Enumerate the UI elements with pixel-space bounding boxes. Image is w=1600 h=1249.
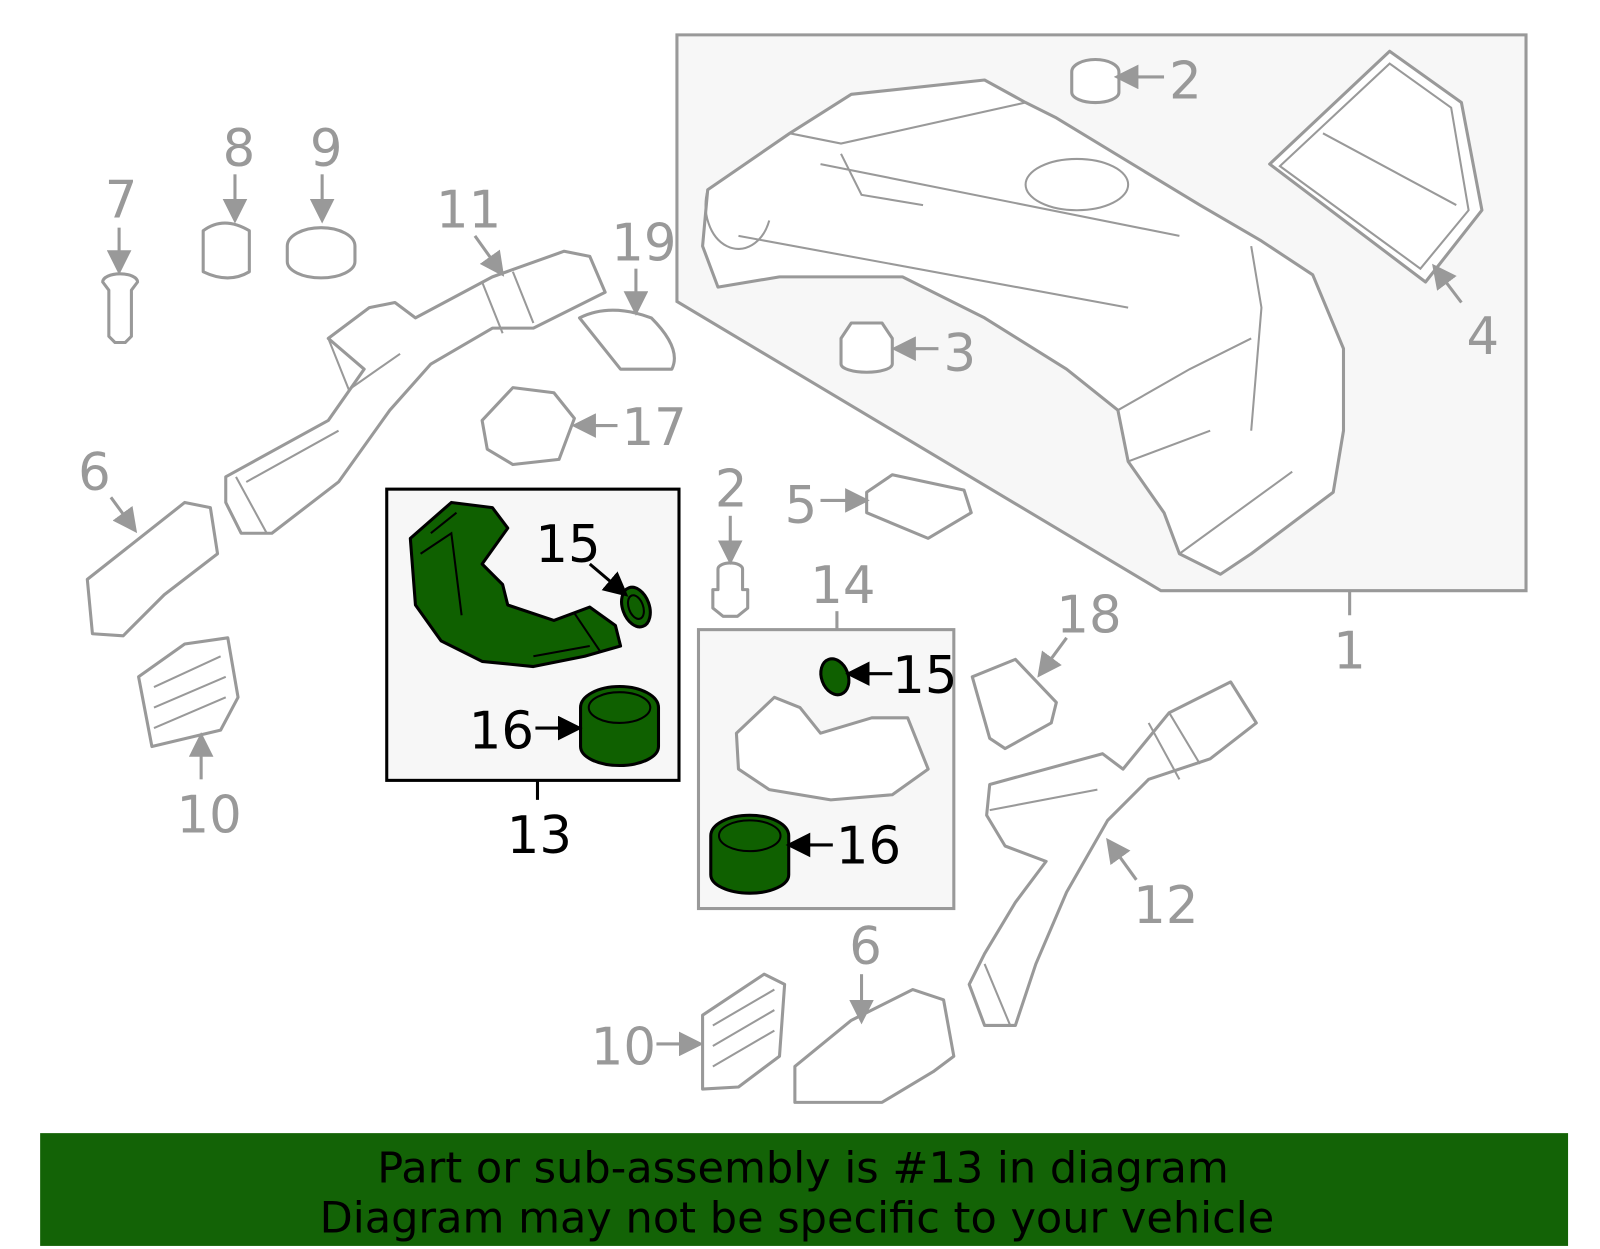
callout-9: 9 <box>310 119 343 179</box>
callout-2-top: 2 <box>1169 51 1202 111</box>
small-parts-left <box>85 174 676 780</box>
callout-5: 5 <box>785 476 818 536</box>
callout-1: 1 <box>1333 622 1366 682</box>
callout-12: 12 <box>1133 876 1198 936</box>
callout-15-right: 15 <box>892 646 957 706</box>
callout-18: 18 <box>1056 586 1121 646</box>
callout-19: 19 <box>611 213 676 273</box>
callout-8: 8 <box>223 119 256 179</box>
callout-6-left: 6 <box>78 443 111 503</box>
callout-4: 4 <box>1467 307 1500 367</box>
callout-10-lower: 10 <box>591 1017 656 1077</box>
part-11-intake-duct <box>224 234 607 535</box>
callout-labels: 1 2 3 4 7 8 9 11 19 17 6 10 15 16 13 2 5… <box>78 51 1499 1077</box>
callout-16-right: 16 <box>836 816 901 876</box>
air-cleaner-group-1 <box>675 33 1528 616</box>
callout-10-left: 10 <box>177 786 242 846</box>
callout-15-left: 15 <box>535 515 600 575</box>
callout-7: 7 <box>105 170 138 230</box>
callout-14: 14 <box>810 556 875 616</box>
callout-13: 13 <box>507 806 572 866</box>
callout-17: 17 <box>622 398 687 458</box>
callout-11: 11 <box>436 181 501 241</box>
assembly-13-box <box>385 487 681 800</box>
callout-3: 3 <box>944 324 977 384</box>
small-parts-right <box>656 473 1258 1104</box>
banner-line-1: Part or sub-assembly is #13 in diagram <box>377 1143 1229 1193</box>
banner-line-2: Diagram may not be specific to your vehi… <box>320 1194 1275 1244</box>
assembly-14-box <box>696 611 956 911</box>
callout-6-lower: 6 <box>849 917 882 977</box>
info-banner: Part or sub-assembly is #13 in diagram D… <box>40 1133 1569 1246</box>
callout-2-lower: 2 <box>715 460 748 520</box>
callout-16-left: 16 <box>469 702 534 762</box>
